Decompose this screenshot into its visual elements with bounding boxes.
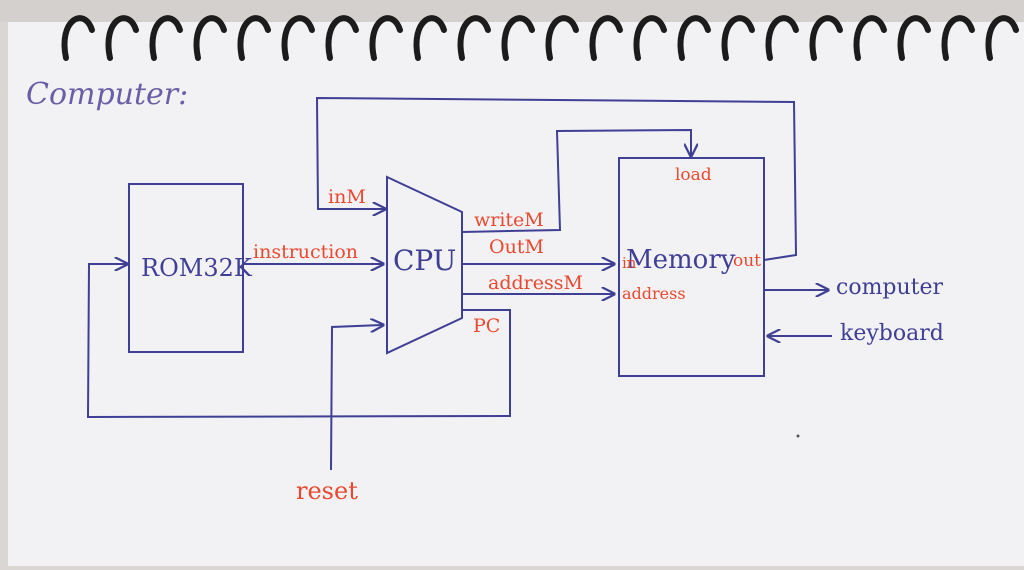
page-title: Computer: — [26, 77, 188, 112]
reset-label: reset — [296, 477, 358, 505]
rom-block — [128, 183, 244, 353]
inM-wire — [315, 96, 798, 261]
pc-label: PC — [473, 315, 500, 337]
writeM-label: writeM — [474, 209, 544, 231]
rom-label: ROM32K — [141, 254, 253, 282]
cpu-block — [386, 175, 463, 355]
wires — [86, 96, 832, 471]
memory-label: Memory — [626, 245, 736, 275]
memory-block — [618, 157, 765, 377]
memory-out-label: out — [733, 251, 761, 271]
keyboard-label: keyboard — [840, 321, 944, 346]
memory-load-label: load — [675, 165, 712, 185]
inM-label: inM — [328, 186, 366, 208]
addressM-label: addressM — [488, 272, 583, 294]
memory-in-label: in — [622, 254, 637, 272]
instruction-label: instruction — [253, 241, 358, 263]
cpu-label: CPU — [393, 244, 456, 277]
reset-wire — [330, 325, 383, 471]
writeM-wire — [461, 128, 691, 233]
spiral-binding — [61, 15, 1019, 61]
outM-label: OutM — [489, 236, 544, 258]
memory-address-label: address — [622, 284, 686, 303]
pc-wire — [86, 264, 511, 419]
computer-label: computer — [836, 275, 944, 300]
